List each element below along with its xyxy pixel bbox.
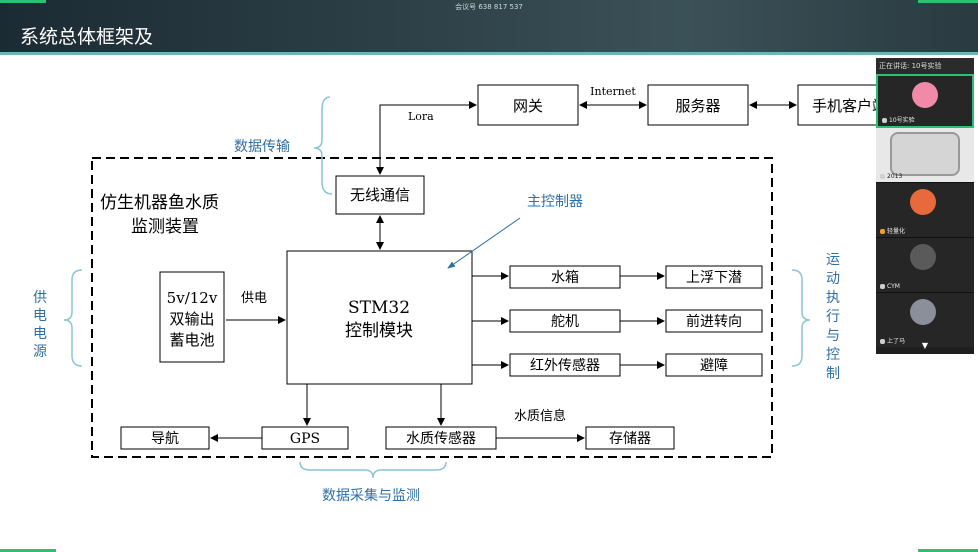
server-box: 服务器 (647, 84, 749, 126)
motion-char-2: 动 (826, 271, 840, 287)
battery-line1: 5v/12v (167, 289, 218, 307)
internet-label: Internet (590, 85, 636, 98)
motion-char-5: 与 (826, 328, 840, 344)
data-collection-brace (299, 461, 447, 479)
power-supply-label: 供电 (241, 291, 267, 306)
motion-brace (791, 269, 811, 367)
main-controller-pointer (447, 217, 521, 269)
avoid-box: 避障 (665, 353, 763, 377)
participant-name: 2013 (887, 173, 903, 180)
gateway-box: 网关 (477, 84, 579, 126)
motion-char-6: 控 (826, 347, 840, 363)
forward-turn-box: 前进转向 (665, 309, 763, 333)
server-label: 服务器 (675, 97, 720, 115)
servo-label: 舵机 (551, 314, 579, 330)
power-brace (63, 269, 83, 367)
lora-link (376, 101, 477, 175)
float-dive-box: 上浮下潜 (665, 265, 763, 289)
power-char-3: 电 (33, 326, 47, 342)
corner-accent-tl (0, 0, 46, 3)
participant-name: 轻量化 (887, 228, 906, 235)
mcu-line1: STM32 (348, 298, 410, 318)
corner-accent-br (918, 549, 978, 552)
mcu-box: STM32 控制模块 (286, 250, 473, 385)
power-char-2: 电 (33, 308, 47, 324)
mic-icon (880, 284, 885, 289)
water-info-label: 水质信息 (514, 408, 566, 424)
device-title-line1: 仿生机器鱼水质 (100, 193, 219, 213)
motion-char-1: 运 (826, 252, 840, 268)
battery-line3: 蓄电池 (169, 331, 214, 349)
gateway-label: 网关 (513, 97, 543, 115)
participant-tile[interactable]: 轻量化 (876, 183, 974, 238)
slide-title: 系统总体框架及 (20, 26, 154, 48)
user-icon (880, 229, 885, 234)
ir-sensor-label: 红外传感器 (530, 357, 600, 374)
motion-char-4: 行 (826, 309, 840, 325)
motion-vertical-label: 运 动 执 行 与 控 制 (826, 252, 840, 382)
participant-tile[interactable]: 2013 (876, 128, 974, 183)
wireless-label: 无线通信 (350, 186, 410, 204)
water-tank-label: 水箱 (551, 270, 579, 286)
video-participants-panel: 正在讲话: 10号实验 10号实验 2013 轻量化 CYM 上了马 ▼ (876, 58, 974, 354)
water-sensor-label: 水质传感器 (406, 430, 476, 447)
water-sensor-box: 水质传感器 (385, 426, 497, 450)
corner-accent-bl (0, 549, 56, 552)
corner-accent-tr (918, 0, 978, 3)
device-title-line2: 监测装置 (131, 217, 199, 237)
avatar (912, 82, 938, 108)
mic-icon (880, 339, 885, 344)
avatar (910, 244, 936, 270)
float-dive-label: 上浮下潜 (686, 270, 742, 286)
participant-tile[interactable]: 10号实验 (876, 74, 974, 128)
main-controller-label: 主控制器 (527, 194, 583, 210)
speaking-indicator: 正在讲话: 10号实验 (876, 58, 974, 74)
mic-icon (880, 174, 885, 179)
avatar (910, 299, 936, 325)
gps-label: GPS (290, 431, 320, 447)
wireless-box: 无线通信 (335, 175, 425, 215)
meeting-id-label: 会议号 638 817 537 (455, 3, 523, 11)
forward-turn-label: 前进转向 (686, 313, 742, 330)
chevron-down-icon[interactable]: ▼ (921, 341, 929, 350)
avoid-label: 避障 (700, 358, 728, 374)
mic-icon (882, 118, 887, 123)
motion-char-3: 执 (826, 290, 840, 306)
power-char-1: 供 (33, 290, 47, 306)
power-char-4: 源 (33, 344, 47, 360)
motion-char-7: 制 (826, 366, 840, 382)
water-tank-box: 水箱 (509, 265, 621, 289)
header-divider (0, 52, 978, 55)
slide-header (0, 0, 978, 52)
phone-client-label: 手机客户端 (812, 97, 887, 115)
avatar (910, 189, 936, 215)
data-collection-label: 数据采集与监测 (322, 487, 420, 504)
data-transfer-brace (313, 96, 333, 195)
participant-name: CYM (887, 283, 900, 290)
navigation-label: 导航 (151, 431, 179, 447)
navigation-box: 导航 (120, 426, 210, 450)
data-transfer-label: 数据传输 (234, 139, 290, 155)
mcu-line2: 控制模块 (345, 321, 413, 341)
ir-sensor-box: 红外传感器 (509, 353, 621, 377)
participant-tile[interactable]: 上了马 (876, 293, 974, 347)
gps-box: GPS (261, 426, 349, 450)
avatar (890, 132, 960, 176)
storage-box: 存储器 (585, 426, 675, 450)
servo-box: 舵机 (509, 309, 621, 333)
participant-name: 10号实验 (889, 117, 915, 124)
participant-tile[interactable]: CYM (876, 238, 974, 293)
power-vertical-label: 供 电 电 源 (33, 290, 47, 360)
storage-label: 存储器 (609, 431, 651, 447)
battery-line2: 双输出 (169, 310, 214, 328)
participant-name: 上了马 (887, 338, 906, 345)
battery-box: 5v/12v 双输出 蓄电池 (159, 271, 225, 363)
lora-label: Lora (408, 110, 434, 123)
